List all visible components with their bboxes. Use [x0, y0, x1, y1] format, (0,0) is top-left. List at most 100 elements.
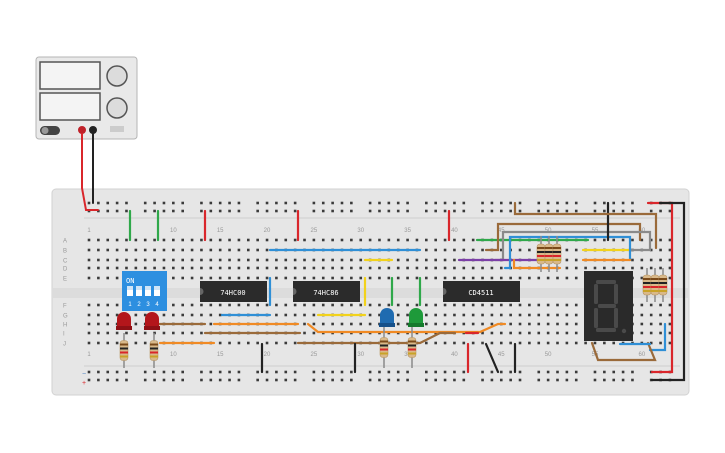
breadboard-hole[interactable]	[490, 266, 494, 270]
breadboard-hole[interactable]	[378, 266, 381, 270]
rail-hole[interactable]	[200, 209, 203, 213]
breadboard-hole[interactable]	[265, 276, 269, 280]
breadboard-hole[interactable]	[143, 258, 147, 262]
breadboard-hole[interactable]	[434, 322, 437, 326]
breadboard-hole[interactable]	[640, 331, 644, 335]
rail-hole[interactable]	[172, 378, 175, 382]
breadboard-hole[interactable]	[499, 341, 503, 345]
breadboard-hole[interactable]	[425, 322, 428, 326]
power-supply[interactable]	[35, 56, 138, 140]
rail-hole[interactable]	[659, 209, 662, 213]
rail-hole[interactable]	[546, 370, 550, 374]
breadboard-hole[interactable]	[143, 266, 147, 270]
wire[interactable]	[503, 235, 632, 270]
breadboard-hole[interactable]	[387, 238, 391, 242]
breadboard-hole[interactable]	[640, 238, 644, 242]
breadboard-hole[interactable]	[200, 238, 203, 242]
breadboard-hole[interactable]	[143, 341, 147, 345]
rail-hole[interactable]	[537, 378, 541, 382]
breadboard-hole[interactable]	[97, 331, 100, 335]
breadboard-hole[interactable]	[256, 276, 259, 280]
resistor[interactable]	[544, 236, 554, 272]
breadboard-hole[interactable]	[359, 238, 363, 242]
breadboard-hole[interactable]	[612, 238, 616, 242]
breadboard-hole[interactable]	[471, 313, 475, 317]
breadboard-hole[interactable]	[228, 341, 231, 345]
breadboard-hole[interactable]	[593, 266, 597, 270]
rail-hole[interactable]	[209, 370, 213, 374]
rail-hole[interactable]	[115, 201, 119, 205]
breadboard-hole[interactable]	[499, 266, 503, 270]
breadboard-hole[interactable]	[537, 341, 541, 345]
breadboard-hole[interactable]	[162, 248, 166, 252]
breadboard-hole[interactable]	[593, 238, 597, 242]
breadboard-hole[interactable]	[434, 341, 437, 345]
breadboard-hole[interactable]	[162, 331, 166, 335]
breadboard-hole[interactable]	[106, 276, 110, 280]
breadboard-hole[interactable]	[162, 258, 166, 262]
breadboard-hole[interactable]	[668, 238, 672, 242]
breadboard-hole[interactable]	[565, 322, 569, 326]
breadboard-hole[interactable]	[528, 331, 531, 335]
breadboard-hole[interactable]	[125, 266, 128, 270]
breadboard-hole[interactable]	[415, 266, 419, 270]
breadboard-hole[interactable]	[443, 303, 447, 307]
breadboard-hole[interactable]	[172, 238, 175, 242]
breadboard-hole[interactable]	[190, 238, 194, 242]
breadboard-hole[interactable]	[265, 238, 269, 242]
breadboard-hole[interactable]	[509, 303, 512, 307]
breadboard-hole[interactable]	[453, 238, 456, 242]
breadboard-hole[interactable]	[181, 303, 184, 307]
breadboard-hole[interactable]	[340, 258, 344, 262]
dip-switch-key[interactable]	[127, 286, 133, 296]
breadboard-hole[interactable]	[340, 322, 344, 326]
rail-hole[interactable]	[172, 209, 175, 213]
breadboard-hole[interactable]	[190, 258, 194, 262]
rail-hole[interactable]	[565, 209, 569, 213]
breadboard-hole[interactable]	[668, 248, 672, 252]
breadboard-hole[interactable]	[172, 313, 175, 317]
rail-hole[interactable]	[396, 378, 400, 382]
rail-hole[interactable]	[284, 378, 288, 382]
rail-hole[interactable]	[256, 201, 259, 205]
rail-hole[interactable]	[368, 209, 372, 213]
rail-hole[interactable]	[406, 378, 409, 382]
breadboard-hole[interactable]	[228, 266, 231, 270]
rail-hole[interactable]	[387, 378, 391, 382]
breadboard-hole[interactable]	[190, 276, 194, 280]
rail-hole[interactable]	[462, 370, 466, 374]
breadboard-hole[interactable]	[284, 303, 288, 307]
rail-hole[interactable]	[181, 209, 184, 213]
breadboard-hole[interactable]	[378, 238, 381, 242]
breadboard-hole[interactable]	[125, 258, 128, 262]
breadboard-hole[interactable]	[649, 258, 653, 262]
rail-hole[interactable]	[293, 378, 297, 382]
breadboard-hole[interactable]	[453, 303, 456, 307]
breadboard-hole[interactable]	[425, 341, 428, 345]
breadboard-hole[interactable]	[406, 266, 409, 270]
rail-hole[interactable]	[228, 209, 231, 213]
chip-74hc00[interactable]: 74HC00	[200, 281, 267, 302]
rail-hole[interactable]	[621, 201, 625, 205]
breadboard-hole[interactable]	[321, 276, 325, 280]
rail-hole[interactable]	[256, 378, 259, 382]
rail-hole[interactable]	[603, 378, 606, 382]
breadboard-hole[interactable]	[378, 276, 381, 280]
breadboard-hole[interactable]	[659, 248, 662, 252]
resistor[interactable]	[552, 236, 562, 272]
rail-hole[interactable]	[537, 209, 541, 213]
breadboard-hole[interactable]	[115, 258, 119, 262]
breadboard-hole[interactable]	[668, 331, 672, 335]
breadboard-hole[interactable]	[584, 266, 587, 270]
breadboard-hole[interactable]	[87, 248, 91, 252]
breadboard-hole[interactable]	[425, 238, 428, 242]
breadboard-hole[interactable]	[321, 258, 325, 262]
breadboard-hole[interactable]	[481, 313, 484, 317]
breadboard-hole[interactable]	[499, 248, 503, 252]
rail-hole[interactable]	[612, 378, 616, 382]
breadboard-hole[interactable]	[97, 266, 100, 270]
breadboard-hole[interactable]	[284, 258, 288, 262]
rail-hole[interactable]	[181, 201, 184, 205]
breadboard-hole[interactable]	[603, 341, 606, 345]
rail-hole[interactable]	[593, 201, 597, 205]
